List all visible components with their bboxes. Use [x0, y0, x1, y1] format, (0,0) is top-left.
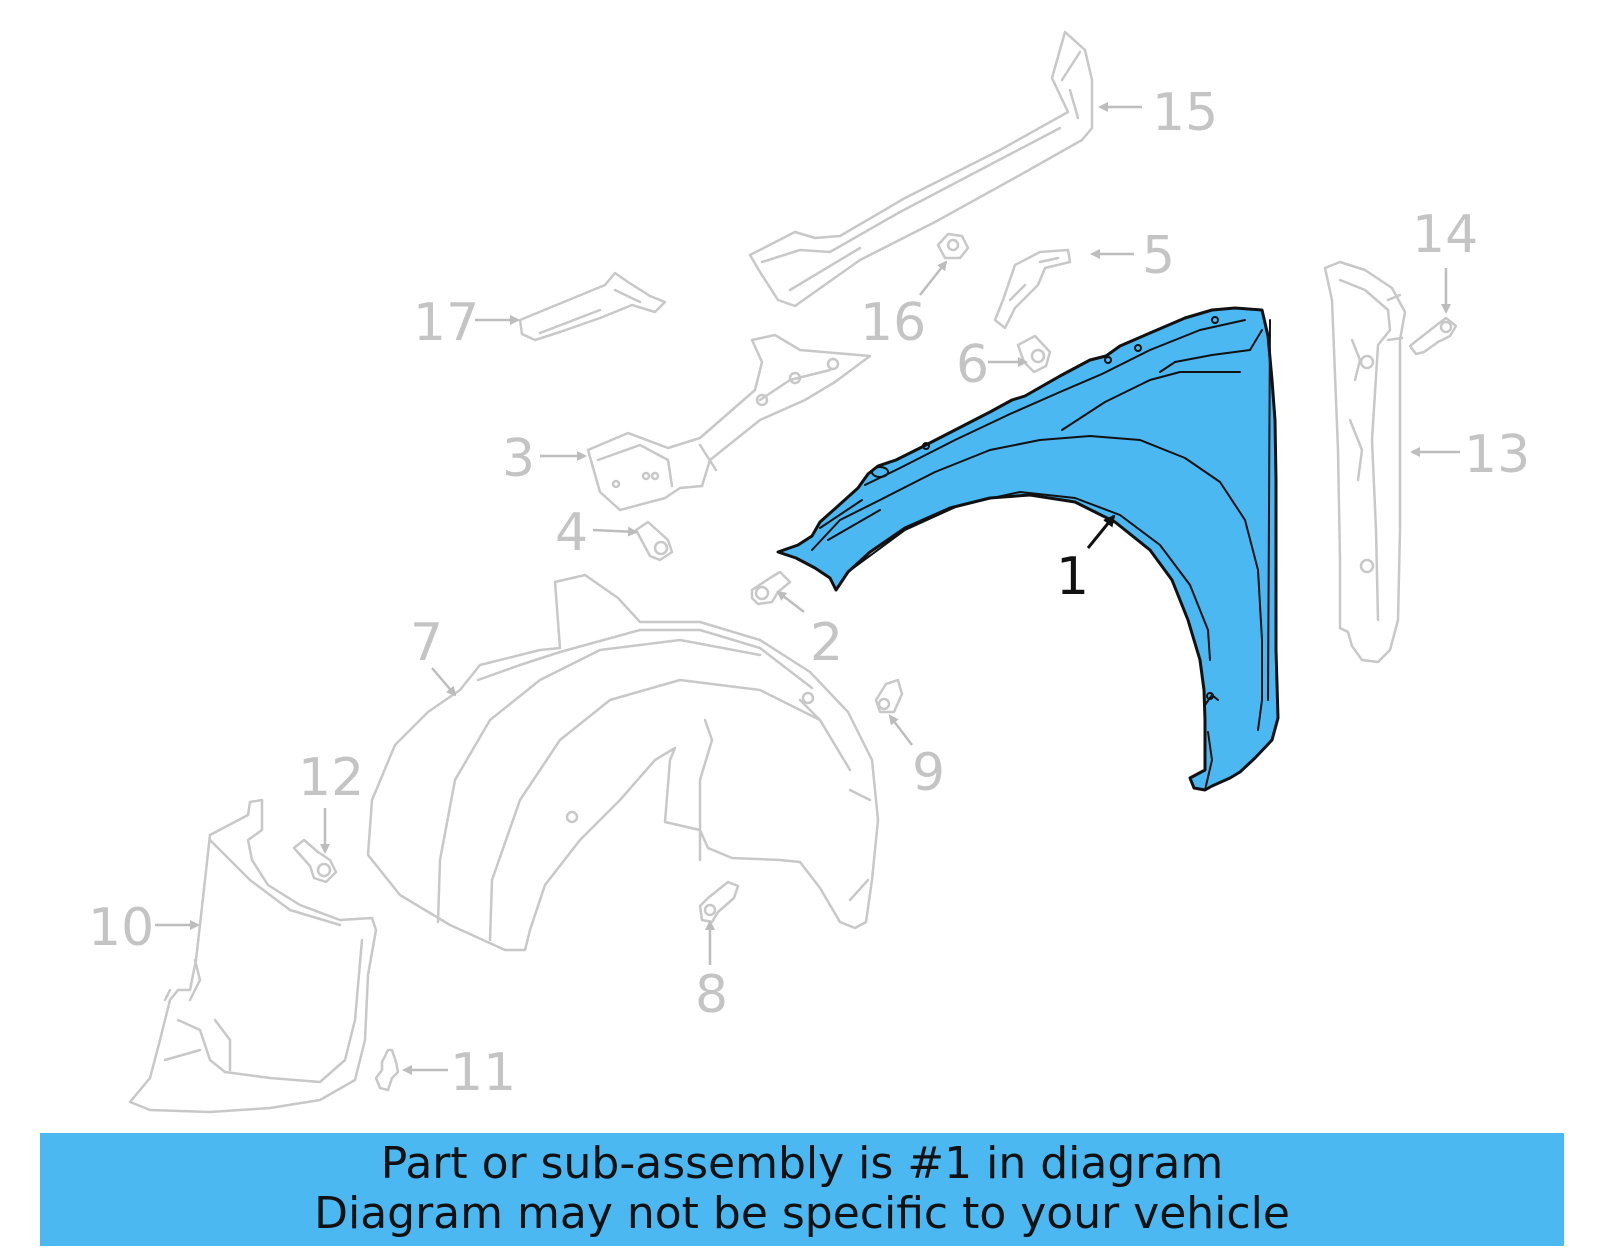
- callout-9: 9: [912, 743, 945, 803]
- banner-line-2: Diagram may not be specific to your vehi…: [314, 1188, 1290, 1239]
- callout-6: 6: [956, 335, 989, 395]
- leader-7: [431, 667, 457, 697]
- leader-2: [776, 590, 805, 613]
- part-8-screw: [698, 880, 740, 924]
- leader-lines: [155, 102, 1460, 1075]
- callout-17: 17: [413, 293, 479, 353]
- part-5-bracket: [993, 248, 1072, 330]
- callout-16: 16: [860, 293, 926, 353]
- callout-8: 8: [695, 965, 728, 1025]
- callout-7: 7: [410, 613, 443, 673]
- callout-15: 15: [1152, 83, 1218, 143]
- part-16-clip: [936, 232, 970, 260]
- part-1-fender[interactable]: [776, 306, 1280, 792]
- callout-labels: 15 5 14 17 16 6 3 13 4 1 2 7 9 12 10 8 1…: [88, 83, 1530, 1103]
- leader-1: [1086, 514, 1116, 549]
- part-15-upper-rail: [748, 30, 1094, 308]
- part-17-bracket: [518, 271, 667, 342]
- callout-12: 12: [298, 748, 364, 808]
- part-14-bolt: [1408, 316, 1458, 356]
- callout-5: 5: [1142, 226, 1175, 286]
- info-banner: Part or sub-assembly is #1 in diagram Di…: [40, 1133, 1564, 1246]
- part-2-bolt: [750, 570, 792, 606]
- part-11-push-pin: [374, 1048, 400, 1092]
- callout-11: 11: [450, 1043, 516, 1103]
- part-10-splash-shield: [128, 798, 378, 1114]
- part-4-bolt: [634, 520, 674, 562]
- callout-1: 1: [1056, 547, 1089, 607]
- part-13-side-shield: [1323, 260, 1407, 664]
- callout-10: 10: [88, 898, 154, 958]
- part-6-bolt: [1016, 334, 1052, 374]
- callout-2: 2: [810, 613, 843, 673]
- leader-4: [592, 526, 638, 537]
- callout-3: 3: [502, 429, 535, 489]
- part-3-reinforcement: [586, 333, 872, 512]
- part-9-clip: [874, 678, 904, 714]
- callout-4: 4: [555, 503, 588, 563]
- part-7-wheel-liner: [366, 573, 880, 952]
- banner-line-1: Part or sub-assembly is #1 in diagram: [380, 1138, 1224, 1189]
- part-12-screw: [292, 838, 338, 884]
- leader-16: [919, 260, 948, 296]
- callout-14: 14: [1412, 205, 1478, 265]
- leader-9: [888, 714, 913, 746]
- callout-13: 13: [1464, 425, 1530, 485]
